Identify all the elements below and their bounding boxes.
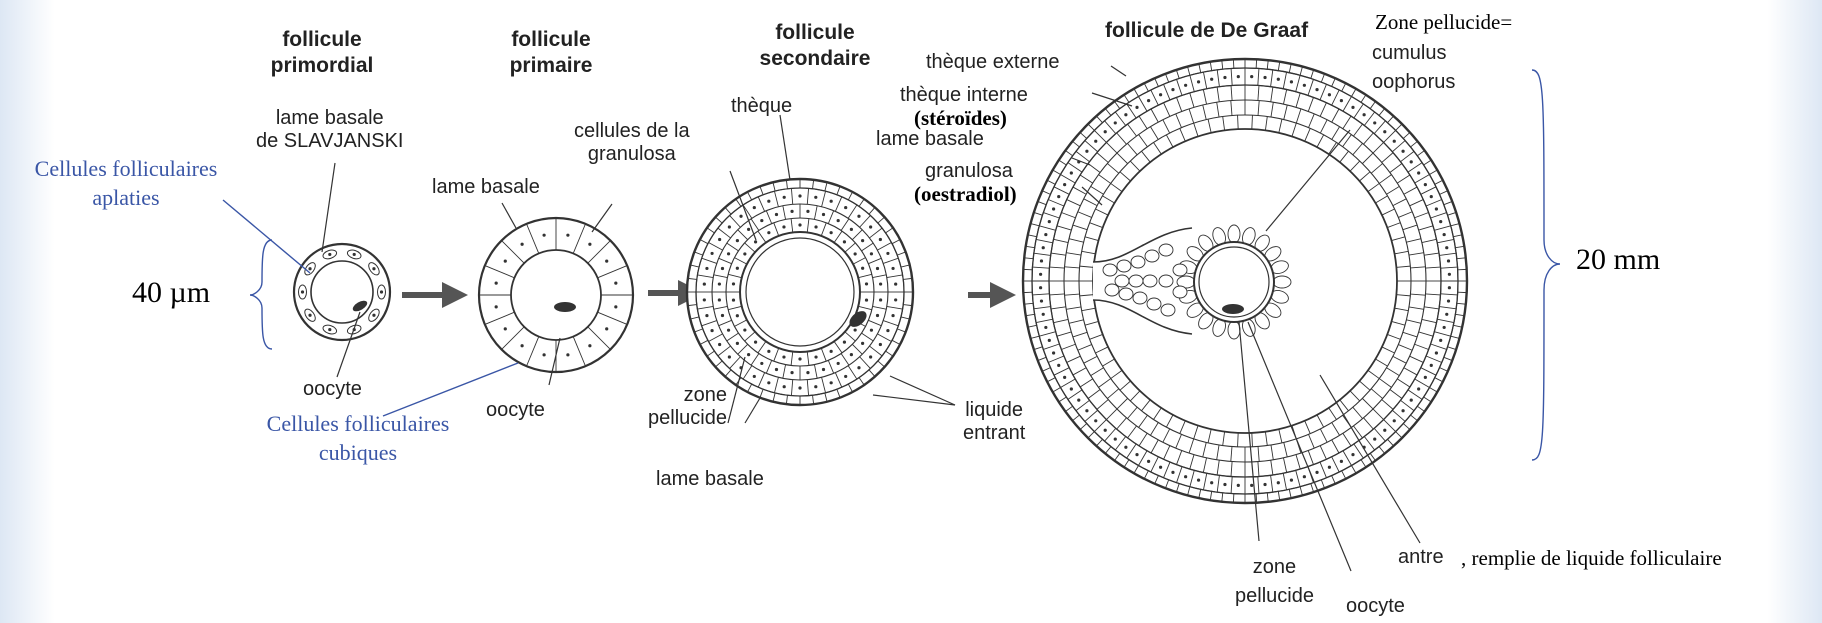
- annotation-steroides: (stéroïdes): [914, 106, 1007, 130]
- label-liquide-entrant: liquide entrant: [963, 399, 1025, 445]
- heading-graaf: follicule de De Graaf: [1105, 18, 1375, 44]
- label-zone-pellucide-graaf: zone pellucide: [1235, 553, 1314, 611]
- label-theque-interne: thèque interne: [900, 84, 1028, 107]
- label-oocyte-primaire: oocyte: [486, 399, 545, 422]
- label-lame-basale-slavjanski: lame basale de SLAVJANSKI: [256, 107, 403, 153]
- graafian-follicle: [1023, 59, 1467, 503]
- label-theque-externe: thèque externe: [926, 51, 1059, 74]
- label-theque: thèque: [731, 95, 792, 118]
- size-20-mm: 20 mm: [1576, 243, 1660, 277]
- primordial-follicle: [294, 244, 390, 340]
- annotation-zone-pellucide-equals: Zone pellucide=: [1375, 10, 1512, 34]
- label-antre: antre: [1398, 546, 1444, 569]
- label-zone-pellucide-secondaire: zone pellucide: [648, 384, 727, 430]
- label-lame-basale-secondaire: lame basale: [656, 468, 764, 491]
- label-oocyte-graaf: oocyte: [1346, 595, 1405, 618]
- arrow-1: [402, 282, 468, 308]
- label-oocyte-primordial: oocyte: [303, 378, 362, 401]
- annotation-antre-suite: , remplie de liquide folliculaire: [1461, 546, 1722, 570]
- oocyte-nucleus: [1222, 304, 1244, 314]
- label-granulosa-graaf: granulosa: [925, 160, 1013, 183]
- annotation-oestradiol: (oestradiol): [914, 182, 1017, 206]
- heading-primordial: follicule primordial: [258, 27, 386, 79]
- annotation-cellules-cubiques: Cellules folliculaires cubiques: [240, 409, 476, 467]
- label-lame-basale-primaire: lame basale: [432, 176, 540, 199]
- size-40-um: 40 µm: [132, 276, 210, 310]
- label-cellules-granulosa: cellules de la granulosa: [574, 120, 690, 166]
- oocyte-nucleus: [554, 302, 576, 312]
- secondary-follicle: [687, 179, 913, 405]
- heading-primaire: follicule primaire: [487, 27, 615, 79]
- annotation-cellules-aplaties: Cellules folliculaires aplaties: [8, 154, 244, 212]
- label-lame-basale-graaf: lame basale: [876, 128, 984, 151]
- primary-follicle: [479, 218, 633, 372]
- arrow-3: [968, 282, 1016, 308]
- label-cumulus-oophorus: cumulus oophorus: [1372, 39, 1455, 97]
- heading-secondaire: follicule secondaire: [740, 20, 890, 72]
